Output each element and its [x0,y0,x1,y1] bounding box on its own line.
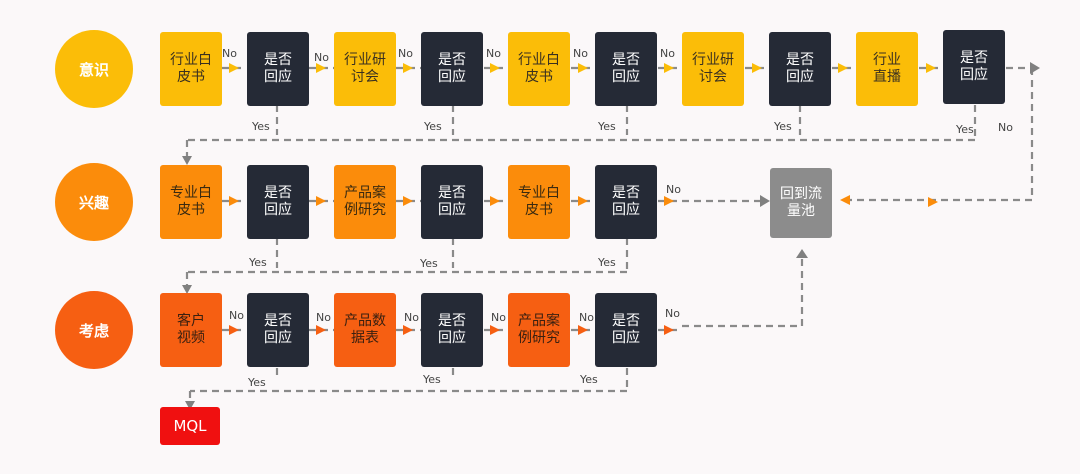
yes-label: Yes [420,257,438,270]
decision-label: 是否回应 [786,52,814,85]
no-label: No [579,311,594,324]
no-label: No [665,307,680,320]
yes-label: Yes [249,256,267,269]
decision-label: 是否回应 [612,313,640,346]
no-label: No [486,47,501,60]
decision-label: 是否回应 [612,52,640,85]
content-box: 专业白皮书 [160,165,222,239]
pool-label: 回到流量池 [780,186,822,219]
content-label: 行业白皮书 [518,52,560,85]
decision-box: 是否回应 [595,32,657,106]
decision-box: 是否回应 [247,165,309,239]
content-label: 行业直播 [873,52,901,85]
yes-label: Yes [580,373,598,386]
decision-label: 是否回应 [264,185,292,218]
content-box: 产品案例研究 [508,293,570,367]
content-box: 行业白皮书 [508,32,570,106]
content-label: 产品案例研究 [344,185,386,218]
content-label: 行业研讨会 [344,52,386,85]
decision-box: 是否回应 [769,32,831,106]
content-box: 客户视频 [160,293,222,367]
decision-label: 是否回应 [612,185,640,218]
yes-label: Yes [956,123,974,136]
decision-box: 是否回应 [247,293,309,367]
decision-box: 是否回应 [247,32,309,106]
content-label: 行业研讨会 [692,52,734,85]
decision-box: 是否回应 [595,293,657,367]
traffic-pool-box: 回到流量池 [770,168,832,238]
decision-label: 是否回应 [264,52,292,85]
decision-box: 是否回应 [595,165,657,239]
no-label: No [491,311,506,324]
content-box: 专业白皮书 [508,165,570,239]
yes-label: Yes [598,256,616,269]
content-box: 行业研讨会 [334,32,396,106]
yes-label: Yes [423,373,441,386]
content-label: 产品案例研究 [518,313,560,346]
decision-label: 是否回应 [438,185,466,218]
no-label: No [398,47,413,60]
stage-interest-circle: 兴趣 [55,163,133,241]
decision-box: 是否回应 [421,165,483,239]
decision-label: 是否回应 [264,313,292,346]
yes-label: Yes [248,376,266,389]
mql-label: MQL [173,416,207,435]
content-box: 产品案例研究 [334,165,396,239]
yes-label: Yes [774,120,792,133]
content-label: 专业白皮书 [170,185,212,218]
stage-consideration-circle: 考虑 [55,291,133,369]
decision-label: 是否回应 [960,50,988,83]
decision-label: 是否回应 [438,52,466,85]
yes-label: Yes [424,120,442,133]
stage-consideration-label: 考虑 [78,321,109,340]
decision-label: 是否回应 [438,313,466,346]
decision-box: 是否回应 [421,32,483,106]
decision-box: 是否回应 [421,293,483,367]
content-label: 产品数据表 [344,313,386,346]
no-label: No [314,51,329,64]
content-label: 客户视频 [177,313,205,346]
stage-interest-label: 兴趣 [78,193,109,212]
no-label: No [404,311,419,324]
mql-box: MQL [160,407,220,445]
no-label: No [998,121,1013,134]
content-label: 行业白皮书 [170,52,212,85]
stage-awareness-circle: 意识 [55,30,133,108]
stage-awareness-label: 意识 [78,60,109,79]
content-box: 行业直播 [856,32,918,106]
content-box: 行业研讨会 [682,32,744,106]
yes-label: Yes [598,120,616,133]
no-label: No [666,183,681,196]
decision-box: 是否回应 [943,30,1005,104]
no-label: No [222,47,237,60]
content-box: 产品数据表 [334,293,396,367]
no-label: No [316,311,331,324]
no-label: No [573,47,588,60]
yes-label: Yes [252,120,270,133]
no-label: No [660,47,675,60]
content-box: 行业白皮书 [160,32,222,106]
no-label: No [229,309,244,322]
content-label: 专业白皮书 [518,185,560,218]
